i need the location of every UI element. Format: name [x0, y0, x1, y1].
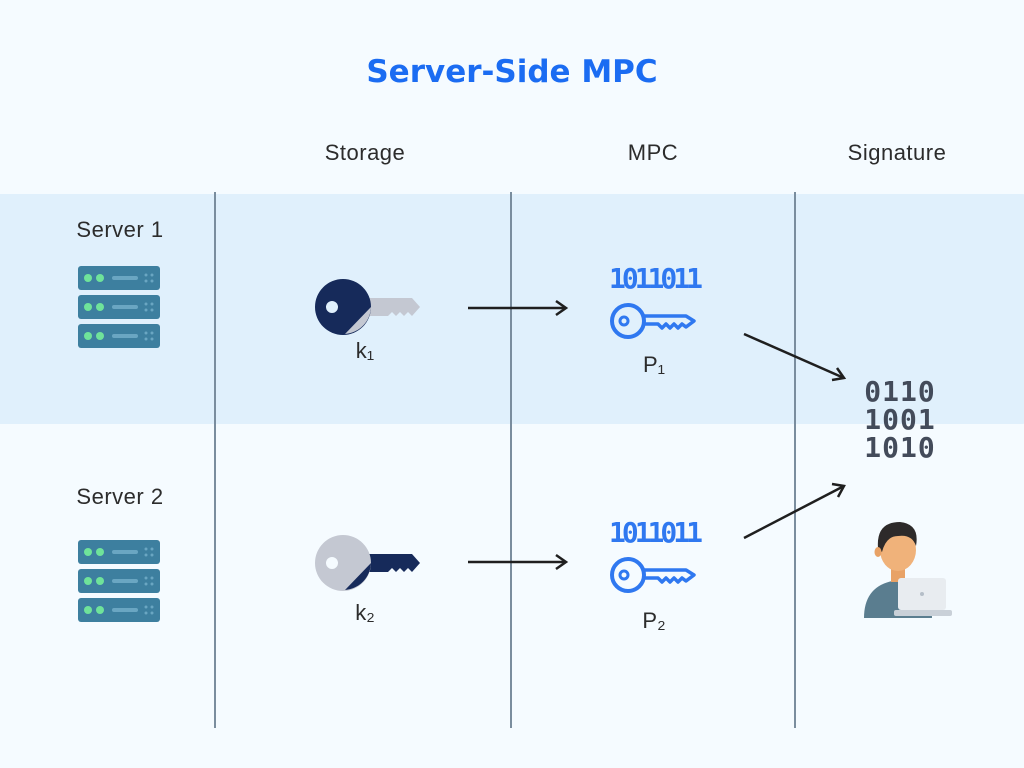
column-divider — [214, 192, 216, 728]
signature-binary: 0110 1001 1010 — [850, 378, 950, 462]
share-label-p1: P₁ — [642, 352, 666, 377]
arrow-right-icon — [468, 553, 569, 571]
digital-key-icon — [610, 557, 696, 593]
column-divider — [794, 192, 796, 728]
key-label-k2: k₂ — [355, 600, 375, 625]
arrow-diagonal-up-icon — [743, 482, 846, 540]
column-divider — [510, 192, 512, 728]
signature-binary-line: 1001 — [864, 403, 936, 436]
server-rack-icon — [78, 540, 160, 622]
arrow-diagonal-down-icon — [743, 332, 847, 382]
binary-code-text: 1011011 — [608, 262, 703, 295]
key-label-k1: k₁ — [355, 338, 375, 363]
signature-binary-line: 0110 — [864, 375, 936, 408]
page-title: Server-Side MPC — [366, 54, 658, 90]
column-header-signature: Signature — [847, 140, 947, 165]
arrow-right-icon — [468, 299, 569, 317]
share-label-p2: P₂ — [642, 608, 666, 633]
column-header-storage: Storage — [324, 140, 406, 165]
row-label-server-1: Server 1 — [76, 217, 164, 242]
key-icon — [315, 279, 420, 335]
signature-binary-line: 1010 — [864, 431, 936, 464]
row-label-server-2: Server 2 — [76, 484, 164, 509]
digital-key-icon — [610, 303, 696, 339]
column-header-mpc: MPC — [627, 140, 679, 165]
user-laptop-icon — [864, 522, 952, 618]
server-rack-icon — [78, 266, 160, 348]
binary-code-text: 1011011 — [608, 516, 703, 549]
key-icon — [315, 535, 420, 591]
